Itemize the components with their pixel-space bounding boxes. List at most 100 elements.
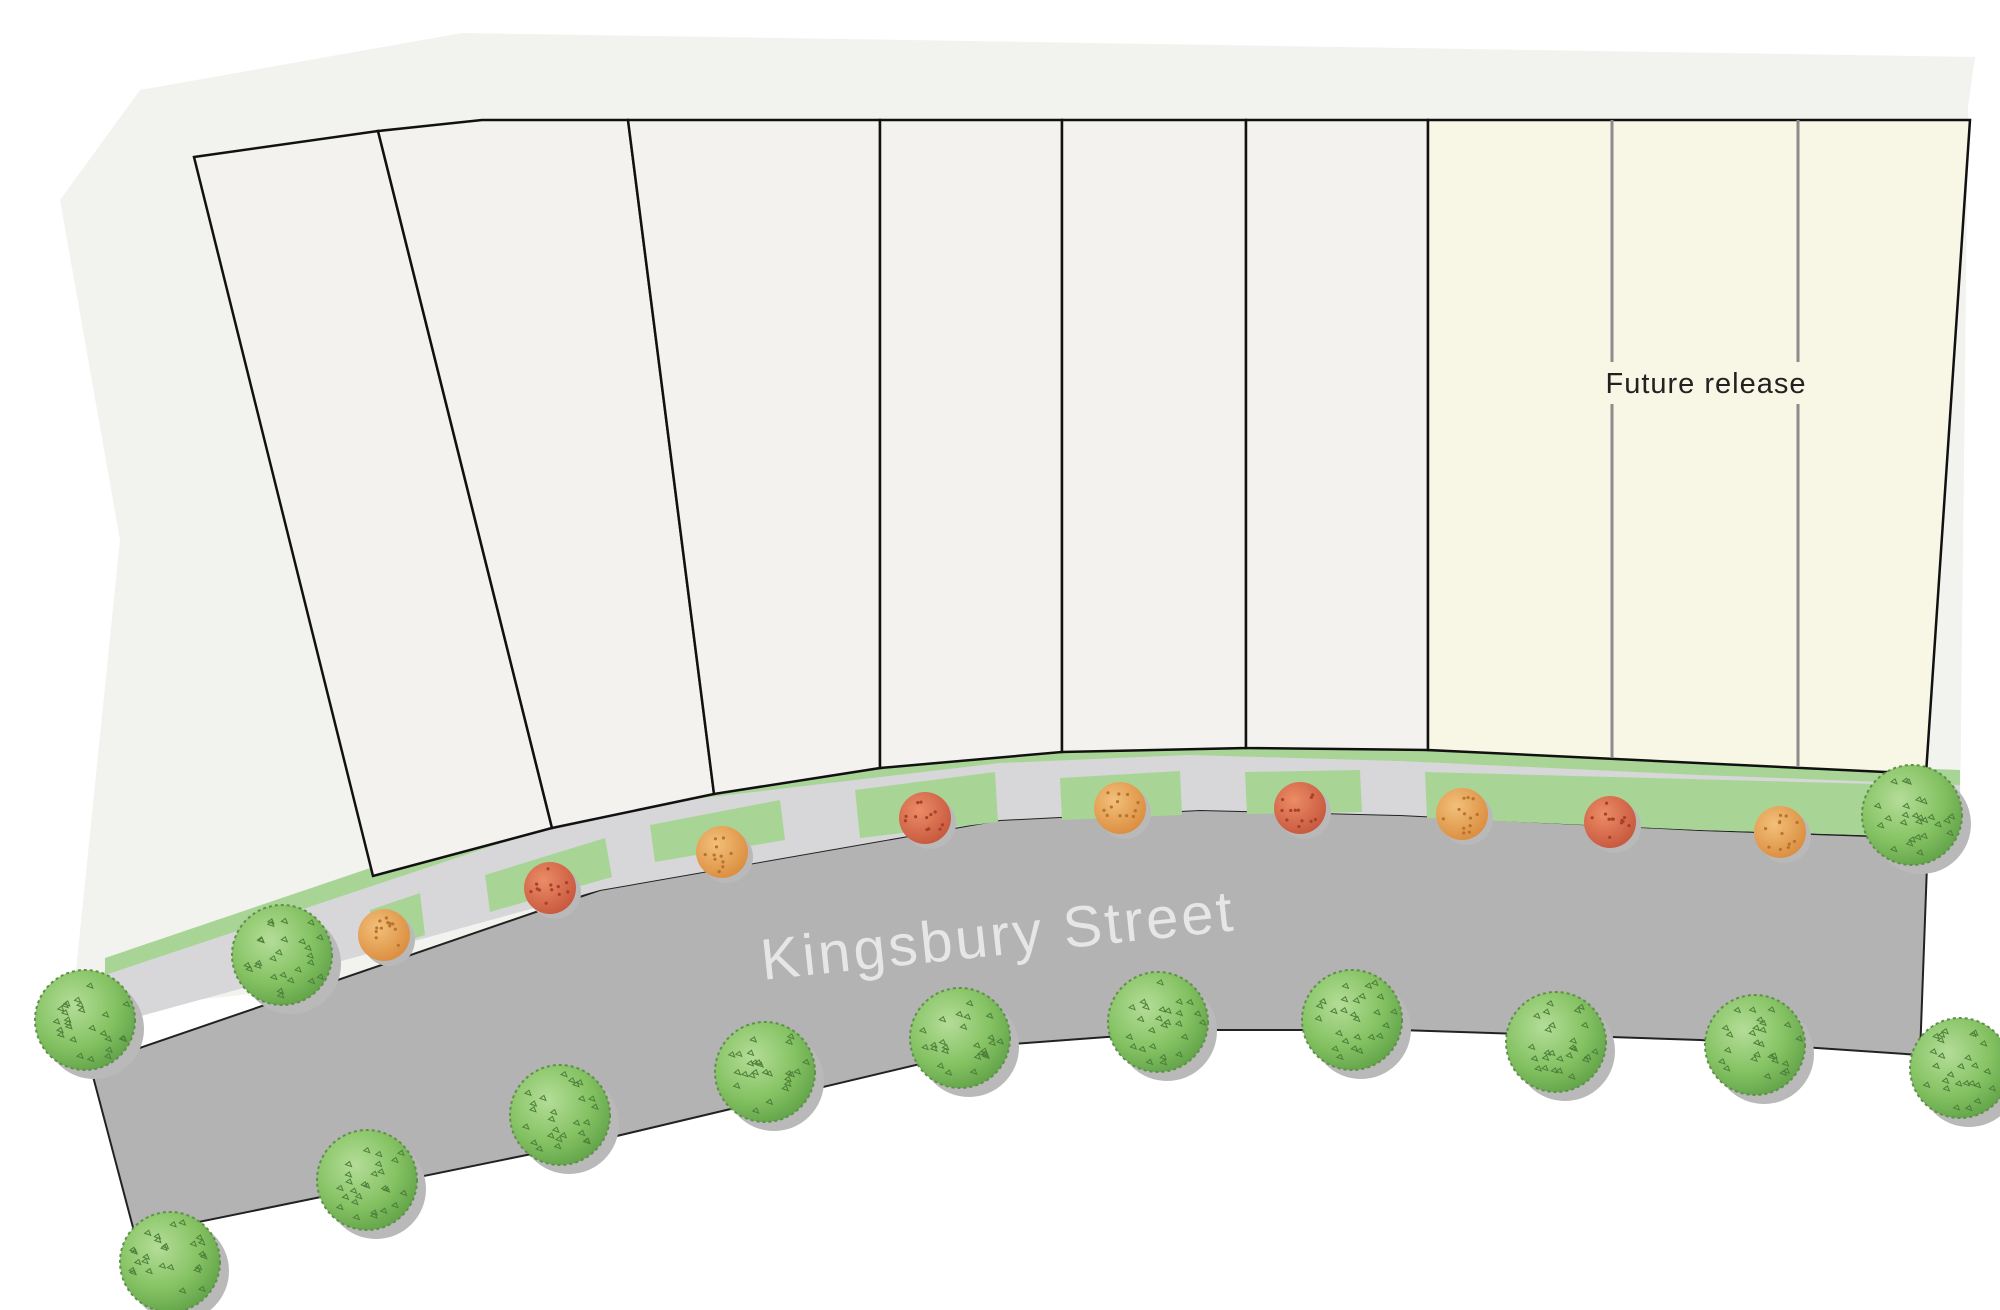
- leaf-mark: [1381, 1021, 1390, 1029]
- leaf-mark: [575, 1079, 584, 1086]
- street-tree: [714, 1021, 824, 1131]
- leaf-mark: [341, 1193, 350, 1201]
- leaf-mark: [370, 1170, 379, 1178]
- shrub-texture: [1289, 808, 1293, 813]
- footpath: [90, 752, 1960, 1030]
- leaf-mark: [1946, 1071, 1955, 1078]
- leaf-mark: [1954, 1080, 1963, 1087]
- leaf-mark: [198, 1250, 207, 1258]
- shrub-texture: [1778, 813, 1783, 817]
- leaf-mark: [559, 1070, 568, 1078]
- leaf-mark: [1927, 813, 1936, 821]
- leaf-mark: [549, 1108, 558, 1116]
- shrub-texture: [1787, 842, 1791, 846]
- street-tree: [1704, 994, 1814, 1104]
- shrub-texture: [374, 936, 378, 940]
- shrub-texture: [1462, 826, 1466, 830]
- shrub-texture: [717, 870, 721, 874]
- leaf-mark: [1916, 814, 1925, 821]
- leaf-mark: [178, 1219, 187, 1226]
- leaf-mark: [1952, 1104, 1961, 1111]
- lot-4[interactable]: [878, 118, 1064, 770]
- leaf-mark: [1876, 822, 1885, 829]
- leaf-mark: [1911, 812, 1920, 819]
- leaf-mark: [1334, 1029, 1343, 1037]
- leaf-mark: [1335, 1053, 1344, 1061]
- shrub-body: [899, 792, 951, 844]
- leaf-mark: [390, 1201, 399, 1209]
- leaf-mark: [995, 1038, 1004, 1045]
- available-lots: [192, 118, 1430, 878]
- lot-6[interactable]: [1244, 118, 1430, 752]
- orange-shrub: [1436, 788, 1493, 845]
- leaf-mark: [1722, 1064, 1731, 1072]
- leaf-mark: [802, 1058, 810, 1066]
- tree-canopy: [1301, 969, 1403, 1071]
- leaf-mark: [1914, 796, 1923, 803]
- leaf-mark: [344, 1171, 353, 1178]
- shrub-texture: [1627, 824, 1631, 828]
- shrub-texture: [549, 883, 553, 887]
- shrub-texture: [933, 810, 937, 814]
- leaf-mark: [335, 1203, 344, 1211]
- shrub-texture: [1296, 808, 1301, 812]
- shrub-texture: [1133, 809, 1137, 813]
- leaf-mark: [1156, 979, 1164, 986]
- leaf-mark: [293, 966, 302, 973]
- lot-5[interactable]: [1060, 118, 1248, 754]
- leaf-mark: [382, 1186, 391, 1193]
- leaf-mark: [104, 1046, 113, 1054]
- leaf-mark: [727, 1051, 736, 1058]
- leaf-mark: [1758, 1026, 1767, 1034]
- shrub-texture: [916, 801, 920, 805]
- tree-canopy: [1505, 991, 1607, 1093]
- leaf-mark: [1159, 1053, 1168, 1061]
- shrub-texture: [537, 888, 541, 892]
- leaf-mark: [1349, 1011, 1358, 1018]
- leaf-mark: [1904, 778, 1912, 785]
- leaf-mark: [1941, 1077, 1950, 1084]
- leaf-mark: [1763, 1072, 1772, 1080]
- leaf-mark: [1370, 979, 1379, 987]
- leaf-mark: [1573, 1006, 1582, 1014]
- leaf-mark: [1945, 829, 1954, 837]
- leaf-mark: [1733, 1006, 1742, 1014]
- shrub-texture: [1293, 808, 1297, 812]
- leaf-mark: [306, 959, 315, 966]
- leaf-mark: [1970, 1062, 1979, 1069]
- leaf-mark: [1902, 802, 1911, 810]
- shrub-body: [1436, 788, 1488, 840]
- shrub-texture: [1622, 815, 1627, 820]
- shrub-texture: [1610, 817, 1614, 821]
- leaf-mark: [1542, 1008, 1551, 1015]
- leaf-mark: [1922, 1081, 1931, 1089]
- future-release-parcel[interactable]: [1426, 118, 1972, 776]
- leaf-mark: [1937, 1031, 1946, 1038]
- leaf-mark: [1908, 836, 1917, 843]
- leaf-mark: [1973, 1081, 1982, 1089]
- leaf-mark: [732, 1082, 741, 1089]
- leaf-mark: [1555, 1067, 1564, 1075]
- leaf-mark: [103, 1052, 112, 1060]
- street-tree: [509, 1064, 619, 1174]
- leaf-mark: [1355, 1047, 1364, 1055]
- leaf-mark: [1580, 1021, 1589, 1029]
- leaf-mark: [1180, 1033, 1189, 1041]
- shrub-texture: [1608, 835, 1612, 839]
- leaf-mark: [119, 1035, 128, 1043]
- leaf-mark: [1315, 1002, 1324, 1010]
- shrub-texture: [1280, 808, 1284, 813]
- leaf-mark: [929, 1045, 938, 1052]
- leaf-mark: [197, 1285, 206, 1293]
- shrub-body: [1584, 796, 1636, 848]
- leaf-mark: [1193, 1010, 1202, 1017]
- leaf-mark: [1145, 1058, 1154, 1066]
- shrub-texture: [1309, 819, 1313, 823]
- leaf-mark: [256, 936, 265, 943]
- shrub-texture: [914, 815, 918, 819]
- shrub-texture: [375, 926, 379, 930]
- leaf-mark: [577, 1129, 586, 1137]
- shrub-texture: [1784, 814, 1788, 818]
- leaf-mark: [963, 1013, 972, 1020]
- leaf-mark: [1919, 832, 1928, 840]
